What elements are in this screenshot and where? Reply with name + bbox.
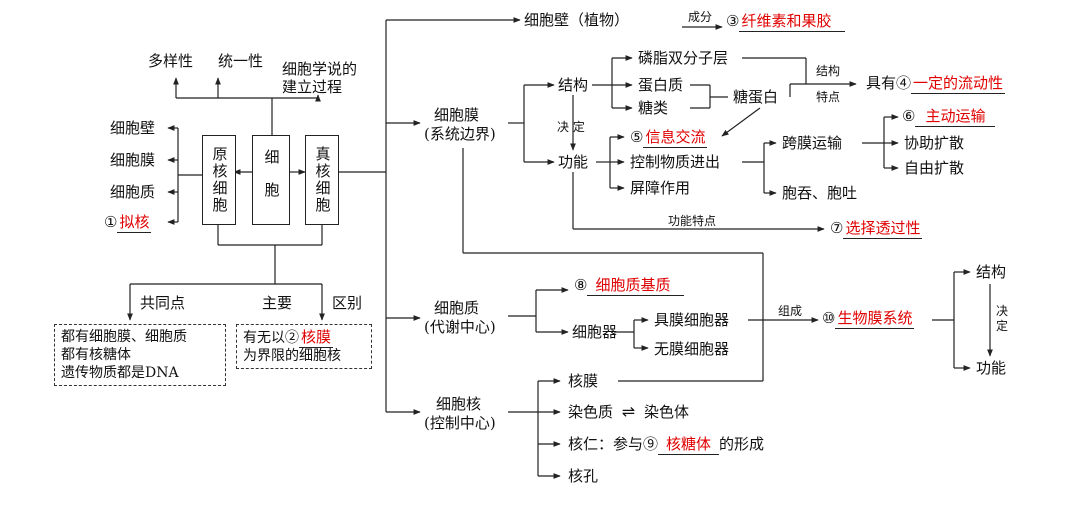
nuclear-membrane-label: 核膜 xyxy=(568,372,599,390)
control-center-label: (控制中心) xyxy=(424,414,496,432)
equilibrium-arrow-icon: ⇌ xyxy=(621,402,636,421)
difference-text-1: 有无以 xyxy=(243,330,285,346)
prokaryotic-cell-box: 原核细胞 xyxy=(202,135,236,225)
phospholipid-bilayer-label: 磷脂双分子层 xyxy=(638,49,729,67)
cell-label: 细胞 xyxy=(262,149,281,215)
answer-number-1: ① xyxy=(104,213,118,231)
composition-label: 成分 xyxy=(688,10,713,24)
chromosome-label: 染色体 xyxy=(643,403,689,421)
organelle-label: 细胞器 xyxy=(572,323,618,341)
biomembrane-function-label: 功能 xyxy=(976,359,1007,377)
structure-label: 结构 xyxy=(558,76,589,94)
difference-line-2: 为界限的细胞核 xyxy=(243,348,341,364)
answer-number-3: ③ xyxy=(726,12,740,30)
common-point-3: 遗传物质都是DNA xyxy=(61,365,179,381)
has-label: 具有 xyxy=(866,74,897,92)
nucleolus-prefix: 核仁：参与 xyxy=(568,435,644,453)
cell-theory-label-line1: 细胞学说的 xyxy=(282,60,358,78)
system-boundary-label: (系统边界) xyxy=(424,125,496,143)
difference-label: 区别 xyxy=(332,294,363,312)
biomembrane-structure-label: 结构 xyxy=(976,263,1007,281)
transmembrane-transport-label: 跨膜运输 xyxy=(782,134,843,152)
answer-3: 纤维素和果胶 xyxy=(739,12,846,32)
unity-label: 统一性 xyxy=(218,52,264,70)
cell-box: 细胞 xyxy=(252,135,290,225)
function-label: 功能 xyxy=(558,153,589,171)
answer-number-6: ⑥ xyxy=(902,107,916,125)
answer-number-5: ⑤ xyxy=(630,128,644,146)
answer-number-10: ⑩ xyxy=(822,309,836,327)
glycoprotein-label: 糖蛋白 xyxy=(733,88,779,106)
structural-feature-label-2: 特点 xyxy=(816,90,841,104)
main-label: 主要 xyxy=(262,294,293,312)
answer-9: 核糖体 xyxy=(658,435,720,455)
nucleolus-suffix: 的形成 xyxy=(719,435,765,453)
nucleus-label: 细胞核 xyxy=(436,395,482,413)
cell-membrane-label: 细胞膜 xyxy=(434,106,480,124)
answer-number-2: ② xyxy=(285,330,299,346)
metabolic-center-label: (代谢中心) xyxy=(424,318,496,336)
answer-number-8: ⑧ xyxy=(574,276,588,294)
free-diffusion-label: 自由扩散 xyxy=(904,159,965,177)
common-point-2: 都有核糖体 xyxy=(61,347,131,363)
answer-1: 拟核 xyxy=(117,213,152,233)
answer-number-7: ⑦ xyxy=(830,219,844,237)
answer-7: 选择透过性 xyxy=(843,219,923,239)
common-points-box: 都有细胞膜、细胞质 都有核糖体 遗传物质都是DNA xyxy=(54,324,226,386)
answer-10: 生物膜系统 xyxy=(835,309,915,329)
control-transport-label: 控制物质进出 xyxy=(630,153,721,171)
compose-label: 组成 xyxy=(778,304,803,318)
structural-feature-label-1: 结构 xyxy=(816,64,841,78)
non-membranous-organelle-label: 无膜细胞器 xyxy=(654,340,730,358)
membranous-organelle-label: 具膜细胞器 xyxy=(654,311,730,329)
cell-theory-label-line2: 建立过程 xyxy=(282,78,343,96)
eukaryotic-cell-label: 真核细胞 xyxy=(313,146,332,214)
answer-2: 核膜 xyxy=(299,328,334,348)
eukaryotic-cell-box: 真核细胞 xyxy=(305,135,339,225)
biomembrane-determine-label: 决定 xyxy=(996,304,1009,333)
barrier-label: 屏障作用 xyxy=(630,179,691,197)
sugar-label: 糖类 xyxy=(638,99,669,117)
chromatin-label: 染色质 xyxy=(568,403,614,421)
nuclear-pore-label: 核孔 xyxy=(568,467,599,485)
diversity-label: 多样性 xyxy=(148,52,194,70)
answer-8: 细胞质基质 xyxy=(587,276,685,296)
answer-5: 信息交流 xyxy=(643,128,708,148)
cell-wall-plant-label: 细胞壁（植物） xyxy=(524,11,630,29)
determine-label: 决 定 xyxy=(557,120,585,134)
prokaryotic-cell-label: 原核细胞 xyxy=(210,146,229,214)
functional-feature-label: 功能特点 xyxy=(668,214,717,228)
left-item-cell-membrane: 细胞膜 xyxy=(110,151,156,169)
cytoplasm-label: 细胞质 xyxy=(434,299,480,317)
answer-6: 主动运输 xyxy=(915,107,996,127)
left-item-cell-wall: 细胞壁 xyxy=(110,119,156,137)
common-point-1: 都有细胞膜、细胞质 xyxy=(61,329,187,345)
chromatin-chromosome-group: 染色质 ⇌ 染色体 xyxy=(568,402,689,422)
answer-number-4: ④ xyxy=(896,74,912,92)
protein-label: 蛋白质 xyxy=(638,76,684,94)
endocytosis-exocytosis-label: 胞吞、胞吐 xyxy=(782,184,858,202)
answer-4: 一定的流动性 xyxy=(911,74,1006,94)
facilitated-diffusion-label: 协助扩散 xyxy=(904,134,965,152)
common-points-label: 共同点 xyxy=(140,294,186,312)
answer-number-9: ⑨ xyxy=(643,435,659,453)
left-item-cytoplasm: 细胞质 xyxy=(110,183,156,201)
